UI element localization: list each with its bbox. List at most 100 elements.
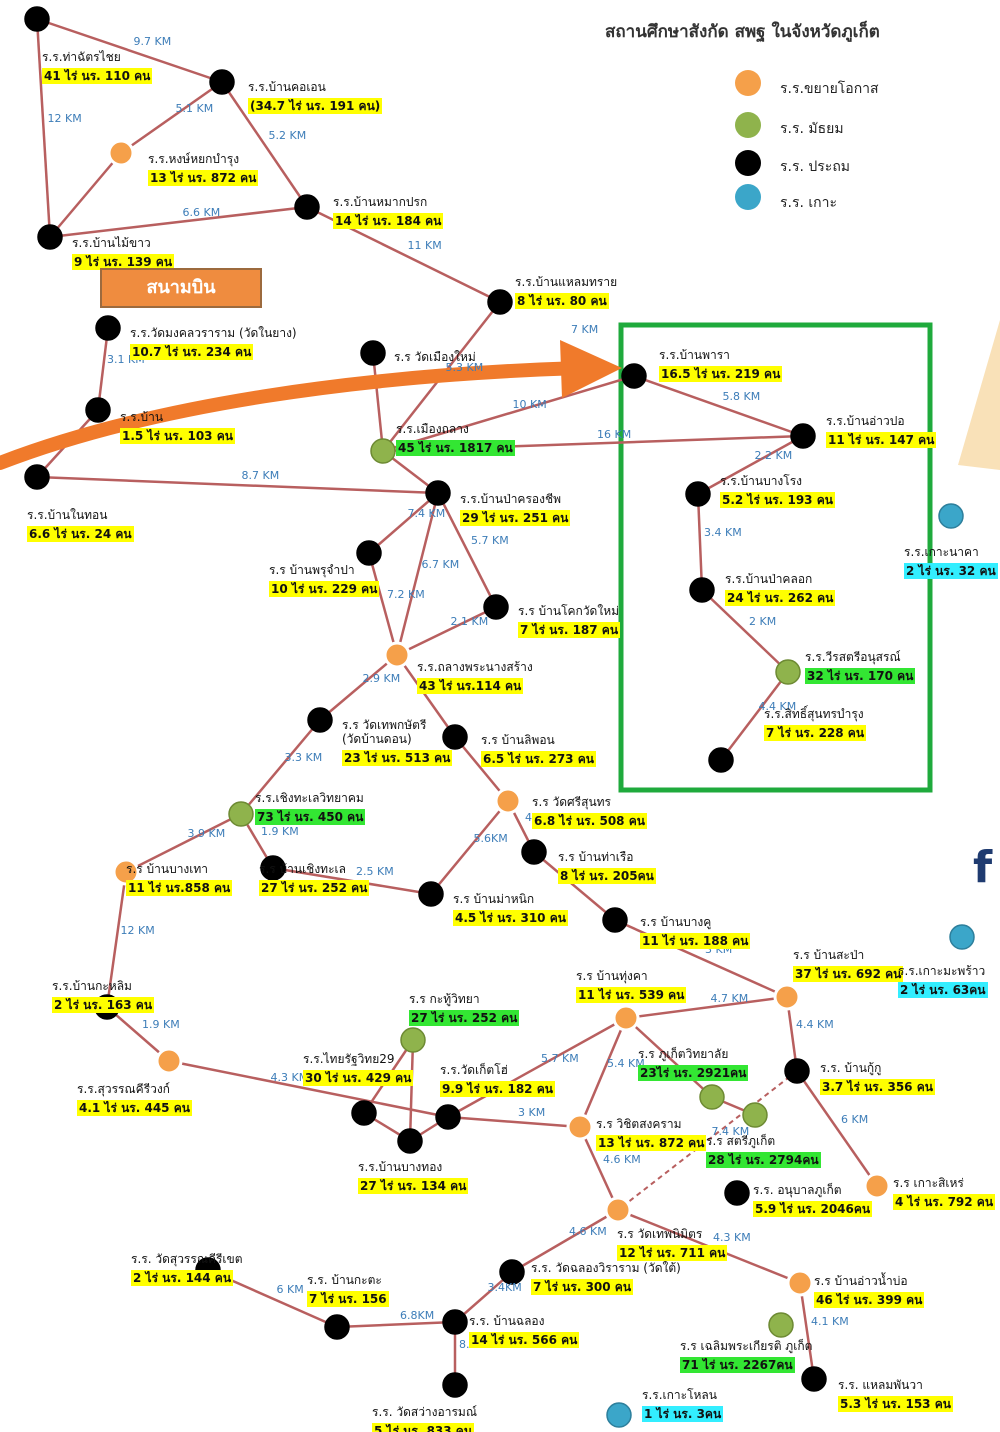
road-link	[720, 671, 789, 761]
road-link	[306, 205, 501, 304]
school-node-wichitsongkhram	[566, 1113, 594, 1141]
school-node-thepkasattri	[307, 707, 333, 733]
road-link	[362, 1039, 415, 1114]
road-link	[319, 654, 398, 721]
school-node-phuketwittayalai	[699, 1084, 725, 1110]
road-link	[120, 80, 223, 155]
school-node-kata	[324, 1314, 350, 1340]
school-node-krathuwittaya	[400, 1027, 426, 1053]
road-link	[633, 374, 804, 438]
school-node-chaloemphrakiat	[768, 1312, 794, 1338]
school-node-kamala	[94, 994, 120, 1020]
road-link	[578, 1126, 620, 1211]
legend-label-secondary: ร.ร. มัธยม	[780, 121, 844, 137]
legend-label-primary: ร.ร. ประถม	[780, 159, 851, 175]
road-link	[533, 851, 616, 921]
airport-label: สนามบิน	[100, 268, 262, 308]
road-link	[395, 654, 457, 738]
road-link	[106, 1006, 170, 1062]
road-link	[511, 1208, 619, 1274]
school-node-aonamboh	[786, 1269, 814, 1297]
school-node-khokhoen	[209, 69, 235, 95]
school-node-manik	[418, 881, 444, 907]
road-link	[447, 1016, 627, 1119]
school-node-anuban	[724, 1180, 750, 1206]
school-node-weerasat	[775, 659, 801, 685]
road-link	[625, 1017, 713, 1098]
school-node-pakhrongchip	[425, 480, 451, 506]
school-node-thachatchai	[24, 6, 50, 32]
school-node-laemsai	[487, 289, 513, 315]
school-node-watketho	[435, 1104, 461, 1130]
road-link	[240, 719, 321, 815]
decorative-shape	[958, 320, 1000, 470]
map-title: สถานศึกษาสังกัด สพฐ ในจังหวัดภูเก็ต	[605, 22, 880, 42]
road-link	[795, 1070, 879, 1187]
school-node-maikhao	[37, 224, 63, 250]
road-link	[430, 800, 509, 895]
school-node-kohsire	[863, 1172, 891, 1200]
school-node-kohlon	[606, 1402, 632, 1428]
arrow-head-icon	[560, 340, 622, 398]
school-node-bangkhu	[602, 907, 628, 933]
school-node-mongkhon	[95, 315, 121, 341]
school-node-sitsunthon	[708, 747, 734, 773]
school-node-suwankhiri	[195, 1257, 221, 1283]
school-node-kuku	[784, 1058, 810, 1084]
road-link	[371, 352, 385, 452]
road-link	[220, 81, 309, 208]
road-link	[395, 492, 440, 656]
black-circle-icon	[735, 150, 761, 176]
school-node-srisunthon	[494, 787, 522, 815]
school-node-muangthalang	[370, 438, 396, 464]
road-link	[125, 812, 242, 874]
school-node-thepnimit	[604, 1196, 632, 1224]
road-link	[701, 589, 789, 673]
decorative-letter: f	[973, 842, 993, 893]
school-node-phrucham	[356, 540, 382, 566]
road-link	[96, 327, 110, 411]
road-link	[697, 434, 804, 496]
road-link	[396, 605, 497, 657]
school-node-liphon	[442, 724, 468, 750]
school-node-sakhu	[85, 397, 111, 423]
road-link	[408, 1039, 415, 1142]
road-link	[578, 1017, 628, 1128]
dashed-road-link	[617, 1070, 798, 1211]
school-node-thalangphra	[383, 641, 411, 669]
road-link	[49, 152, 122, 238]
arrow-shaft	[0, 361, 587, 470]
road-link	[49, 205, 308, 239]
legend-label-extended: ร.ร.ขยายโอกาส	[780, 81, 879, 97]
road-link	[168, 1059, 449, 1119]
school-node-naithon	[24, 464, 50, 490]
road-link	[382, 434, 804, 453]
blue-circle-icon	[735, 184, 761, 210]
school-node-choengthale_wittaya	[228, 801, 254, 827]
school-node-chalong	[442, 1309, 468, 1335]
school-node-bangthong	[397, 1128, 423, 1154]
school-node-thungkha	[612, 1004, 640, 1032]
highlight-box	[618, 322, 933, 793]
road-link	[272, 866, 432, 896]
school-node-bangrong	[685, 481, 711, 507]
school-node-muangmai	[360, 340, 386, 366]
school-node-aopo	[790, 423, 816, 449]
orange-circle-icon	[735, 70, 761, 96]
road-link	[367, 552, 399, 656]
road-link	[617, 1208, 801, 1285]
road-link	[436, 492, 498, 608]
school-node-tharuea	[521, 839, 547, 865]
road-link	[207, 1268, 338, 1329]
school-node-choengthale	[260, 855, 286, 881]
legend-label-island: ร.ร. เกาะ	[780, 195, 838, 211]
road-link	[447, 1115, 581, 1129]
school-node-hongyok	[107, 139, 135, 167]
school-node-paklok	[689, 577, 715, 603]
road-link	[35, 18, 52, 238]
road-link	[454, 736, 509, 802]
school-node-khokwatmai	[483, 594, 509, 620]
road-link	[614, 918, 788, 999]
